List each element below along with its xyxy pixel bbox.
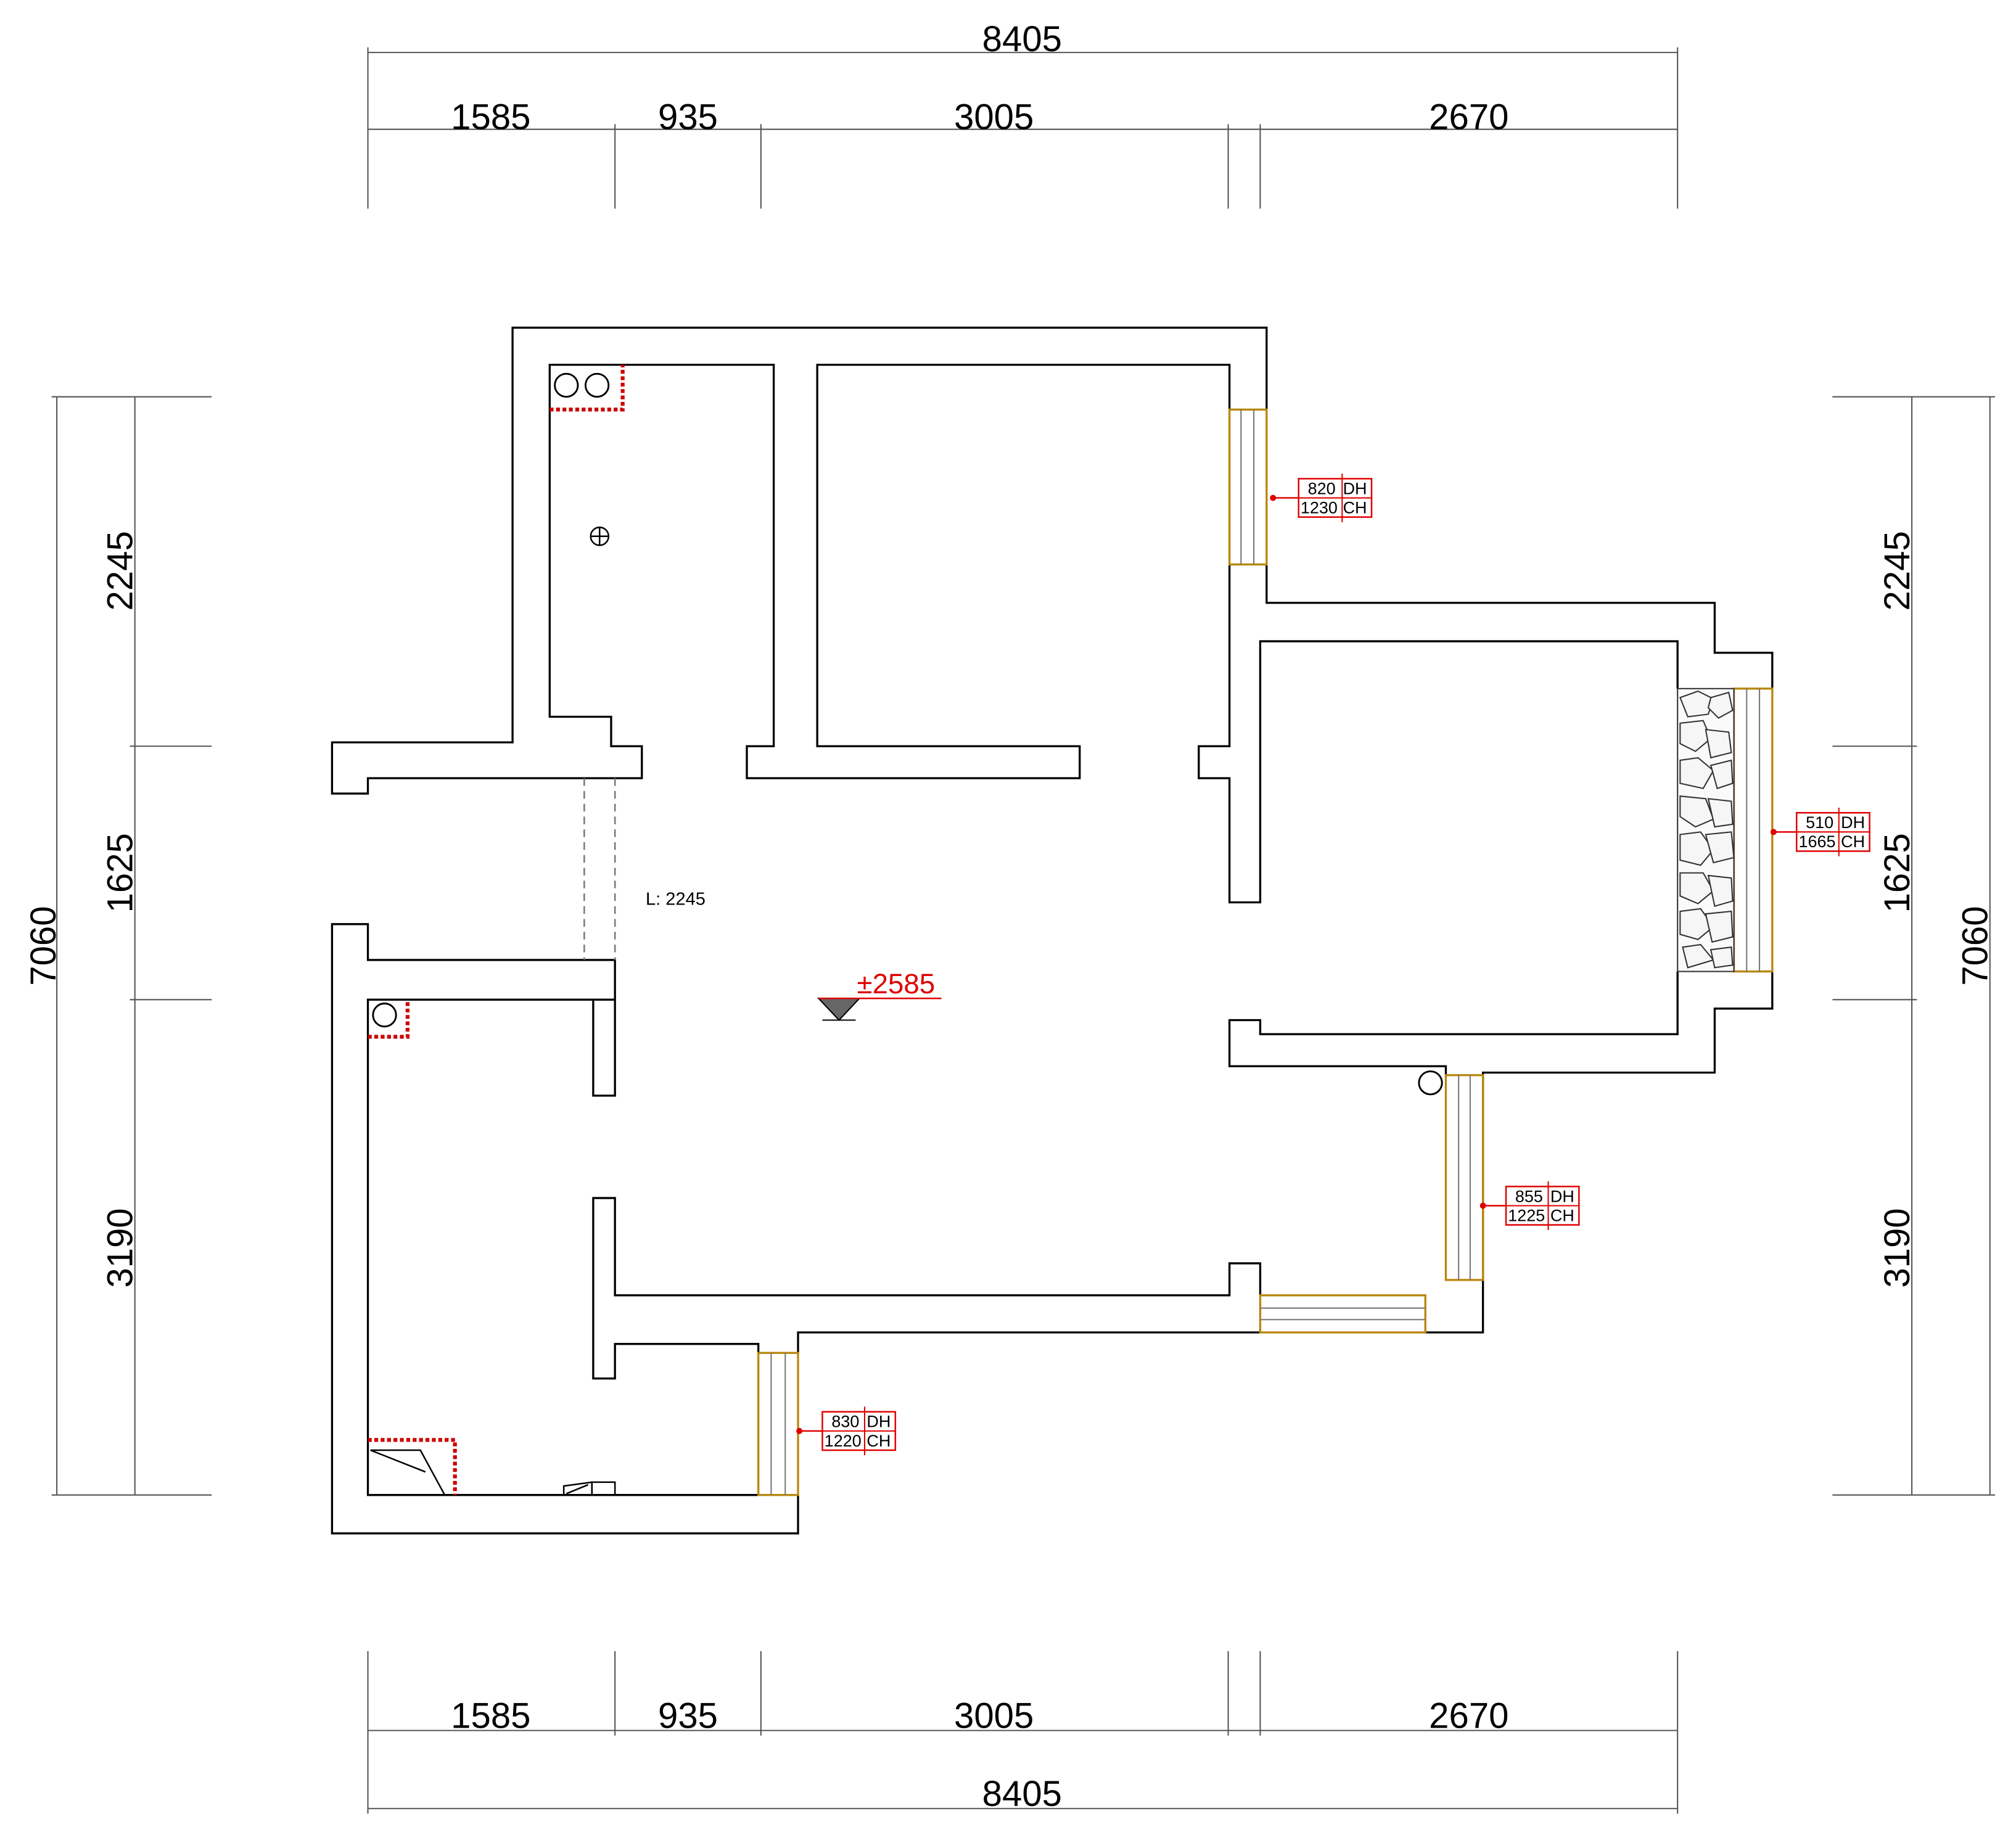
bottom-total-dimension: 8405: [982, 1774, 1062, 1814]
top-dimension-2: 935: [658, 97, 718, 137]
window-tag-3-dh: 855: [1515, 1187, 1543, 1205]
window-tag-3: 855 DH 1225 CH: [1479, 1181, 1580, 1230]
window-bottom: [1259, 1294, 1426, 1334]
bottom-dimension-4: 2670: [1429, 1696, 1508, 1736]
right-total-dimension: 7060: [1956, 906, 1996, 985]
left-total-dimension: 7060: [23, 906, 64, 985]
window-tag-3-ch: 1225: [1508, 1206, 1545, 1225]
pipe-fixture: [368, 999, 410, 1039]
gas-meter-fixture: [549, 364, 625, 412]
left-dimension-2: 1625: [101, 833, 141, 913]
window-tag-2-dh: 510: [1806, 813, 1833, 832]
window-tag-2-ch: 1665: [1798, 832, 1835, 851]
window-tag-2: 510 DH 1665 CH: [1770, 807, 1870, 856]
pipe-circle-icon: [1418, 1070, 1443, 1096]
dashed-opening: [583, 778, 616, 960]
window-tag-1-dh: 820: [1308, 479, 1336, 498]
window-tag-1-dh-label: DH: [1343, 479, 1367, 498]
right-dimension-2: 1625: [1877, 833, 1917, 913]
window-tag-3-ch-label: CH: [1550, 1206, 1574, 1225]
dimension-lines: [51, 47, 1996, 1814]
window-tag-4-ch-label: CH: [866, 1432, 891, 1450]
bottom-dimension-2: 935: [658, 1696, 718, 1736]
bottom-dimension-1: 1585: [451, 1696, 530, 1736]
window-tag-1-ch: 1230: [1301, 498, 1338, 517]
floor-drain-icon: [590, 527, 610, 546]
window-tag-2-dh-label: DH: [1841, 813, 1865, 832]
bottom-dimension-3: 3005: [954, 1696, 1034, 1736]
elevation-label: ±2585: [857, 968, 936, 999]
window-tag-1: 820 DH 1230 CH: [1270, 474, 1373, 522]
left-dimension-1: 2245: [101, 531, 141, 610]
shaft-fixture: [368, 1438, 457, 1496]
window-tag-4-dh: 830: [831, 1413, 859, 1431]
window-tag-1-ch-label: CH: [1343, 498, 1367, 517]
length-label: L: 2245: [646, 890, 706, 909]
top-dimension-4: 2670: [1429, 97, 1508, 137]
window-lower-right: [1444, 1074, 1484, 1281]
window-tag-2-ch-label: CH: [1841, 832, 1865, 851]
elevation-marker: ±2585: [817, 968, 942, 1022]
right-dimension-3: 3190: [1877, 1208, 1917, 1287]
top-dimension-1: 1585: [451, 97, 530, 137]
left-dimension-3: 3190: [101, 1208, 141, 1287]
small-fixtures: [562, 1481, 616, 1495]
top-dimension-3: 3005: [954, 97, 1034, 137]
stone-wall-texture: [1677, 687, 1735, 972]
window-right: [1732, 687, 1774, 973]
top-total-dimension: 8405: [982, 19, 1062, 59]
window-tag-4-ch: 1220: [825, 1432, 862, 1450]
window-tag-3-dh-label: DH: [1550, 1187, 1574, 1205]
window-tag-4: 830 DH 1220 CH: [796, 1406, 897, 1456]
walls: [331, 326, 1774, 1535]
right-dimension-1: 2245: [1877, 531, 1917, 610]
window-bottom-left: [757, 1352, 799, 1496]
window-top-right: [1228, 408, 1268, 566]
window-tag-4-dh-label: DH: [866, 1413, 891, 1431]
